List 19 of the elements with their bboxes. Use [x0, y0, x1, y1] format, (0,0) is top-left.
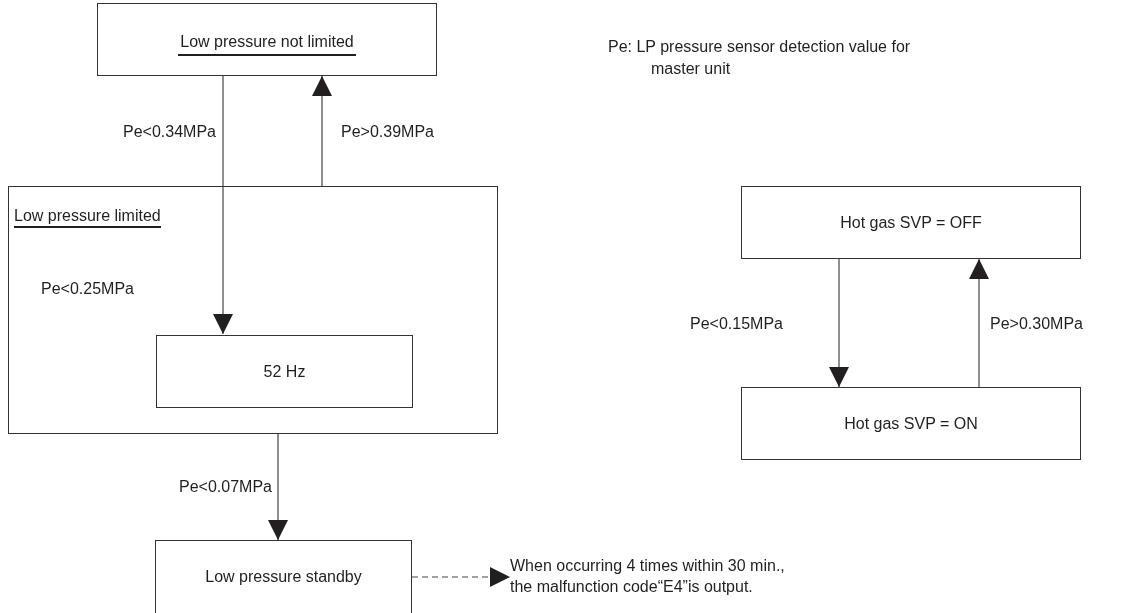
arrow — [969, 258, 989, 388]
state-label: Hot gas SVP = ON — [844, 414, 978, 433]
state-label: 52 Hz — [263, 362, 306, 381]
group-heading: Low pressure limited — [14, 207, 161, 228]
arrow — [268, 433, 288, 541]
state-label: Hot gas SVP = OFF — [840, 213, 982, 232]
state-label: Low pressure standby — [205, 568, 362, 586]
state-box — [97, 3, 437, 76]
state-box — [155, 540, 412, 613]
note-text: Pe: LP pressure sensor detection value for master unit — [608, 37, 912, 80]
arrow — [213, 75, 233, 335]
state-box — [741, 186, 1081, 259]
state-box — [741, 387, 1081, 460]
state-box — [156, 335, 413, 408]
arrow — [829, 258, 849, 388]
arrow — [312, 75, 332, 187]
state-label: Low pressure not limited — [178, 33, 356, 56]
dashed-arrow — [411, 567, 511, 587]
note-text: When occurring 4 times within 30 min., the malfunction code“E4”is output. — [510, 556, 786, 597]
